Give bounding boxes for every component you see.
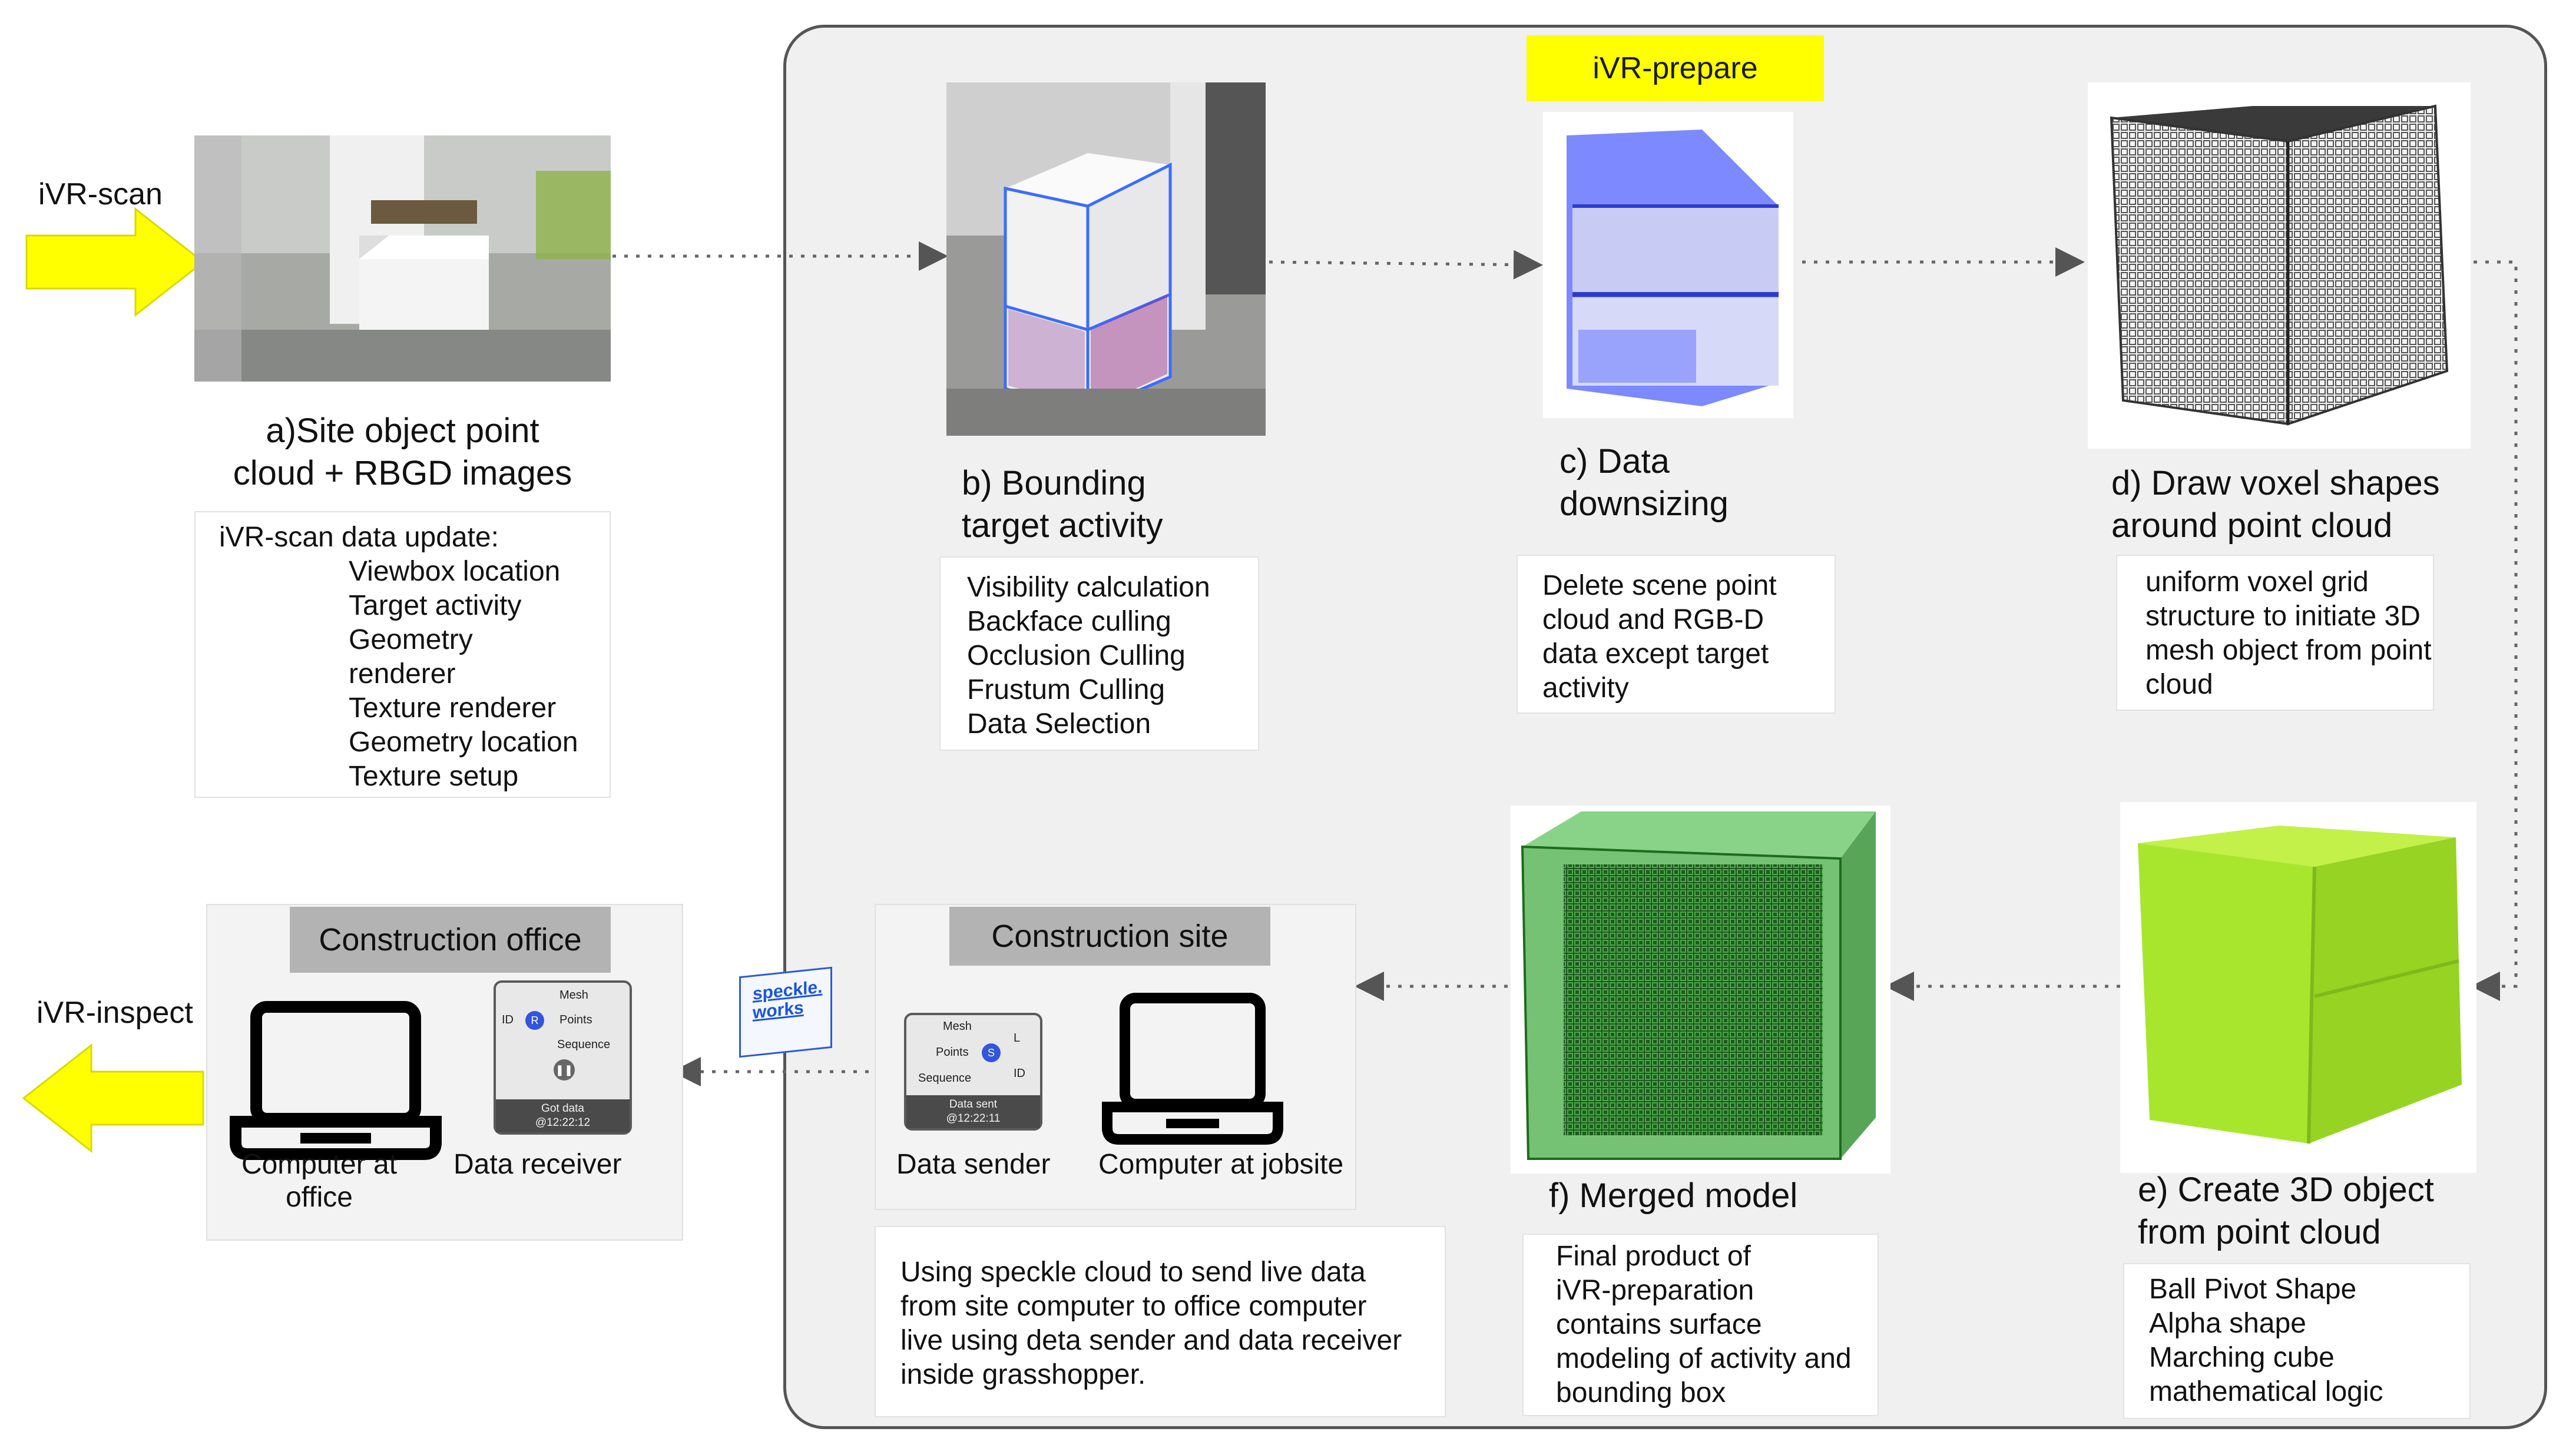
inspect-label: iVR-inspect: [37, 996, 193, 1030]
step-a-box: iVR-scan data update: Viewbox location T…: [194, 511, 611, 798]
construction-office-label: Construction office: [290, 907, 611, 973]
data-sender-caption: Data sender: [896, 1149, 1051, 1180]
step-e-item: Ball Pivot Shape: [2149, 1274, 2357, 1305]
step-a-item: Texture renderer: [349, 692, 557, 724]
step-a-item: Viewbox location: [349, 556, 561, 587]
step-a-item: renderer: [349, 658, 456, 690]
bounding-box-image: [946, 82, 1266, 436]
data-receiver-node: Mesh ID R Points Sequence ❚❚ Got data @1…: [494, 980, 632, 1135]
step-d-title: d) Draw voxel shapes around point cloud: [2111, 464, 2440, 545]
jobsite-laptop-icon: [1101, 989, 1284, 1148]
step-c-title: c) Data downsizing: [1559, 442, 1729, 523]
inspect-arrow: [22, 1043, 204, 1154]
step-c-box: Delete scene point cloud and RGB-D data …: [1517, 555, 1836, 714]
sender-status-icon: S: [982, 1043, 1001, 1062]
receiver-mesh-port: Mesh: [559, 989, 588, 1002]
step-e-box: Ball Pivot Shape Alpha shape Marching cu…: [2123, 1263, 2471, 1419]
step-a-title: a)Site object point cloud + RBGD images: [233, 412, 572, 492]
speckle-logo-text: speckle. works: [753, 977, 823, 1023]
receiver-status-icon: R: [525, 1011, 544, 1030]
receiver-points-port: Points: [559, 1013, 592, 1026]
site-pointcloud-image: [194, 135, 611, 382]
office-laptop-icon: [230, 998, 442, 1163]
voxel-shape-image: [2088, 82, 2471, 449]
receiver-status-text: Got data @12:22:12: [496, 1099, 630, 1132]
downsized-cloud-image: [1543, 112, 1793, 418]
3d-object-image: [2120, 802, 2476, 1173]
speckle-note-box: Using speckle cloud to send live data fr…: [875, 1226, 1446, 1417]
sender-id-port: ID: [1014, 1067, 1025, 1080]
sender-l-port: L: [1014, 1032, 1021, 1045]
connector-b-c: [1269, 250, 1543, 280]
jobsite-computer-caption: Computer at jobsite: [1098, 1149, 1344, 1180]
scan-label: iVR-scan: [38, 177, 163, 211]
step-a-item: Geometry location: [349, 727, 578, 758]
step-b-title: b) Bounding target activity: [962, 464, 1163, 545]
step-e-item: mathematical logic: [2149, 1376, 2383, 1407]
step-e-title: e) Create 3D object from point cloud: [2138, 1171, 2434, 1251]
data-sender-node: Mesh Points S L ID Sequence Data sent @1…: [904, 1013, 1042, 1131]
office-computer-caption: Computer at office: [241, 1149, 398, 1213]
receiver-id-port: ID: [502, 1013, 514, 1026]
step-a-item: Texture setup: [349, 761, 519, 792]
receiver-sequence-port: Sequence: [557, 1038, 611, 1051]
construction-site-label: Construction site: [949, 907, 1270, 966]
sender-mesh-port: Mesh: [943, 1020, 972, 1033]
step-f-title: f) Merged model: [1549, 1176, 1798, 1215]
step-b-item: Occlusion Culling: [967, 640, 1186, 671]
step-b-item: Backface culling: [967, 606, 1171, 637]
speckle-logo: speckle. works: [739, 966, 832, 1058]
pause-icon[interactable]: ❚❚: [554, 1059, 575, 1081]
step-b-item: Visibility calculation: [967, 572, 1210, 603]
step-e-item: Marching cube: [2149, 1342, 2335, 1373]
step-d-box: uniform voxel grid structure to initiate…: [2116, 555, 2434, 711]
prepare-label: iVR-prepare: [1527, 35, 1824, 101]
merged-model-image: [1511, 806, 1890, 1174]
step-e-item: Alpha shape: [2149, 1308, 2306, 1339]
data-receiver-caption: Data receiver: [453, 1149, 622, 1180]
step-b-item: Frustum Culling: [967, 674, 1166, 705]
sender-status-text: Data sent @12:22:11: [906, 1095, 1040, 1128]
step-f-box: Final product of iVR-preparation contain…: [1522, 1234, 1879, 1416]
step-b-item: Data Selection: [967, 708, 1151, 740]
step-a-heading: iVR-scan data update:: [219, 522, 499, 553]
connector-d-e: [2471, 260, 2518, 1001]
step-b-box: Visibility calculation Backface culling …: [939, 556, 1259, 751]
sender-sequence-port: Sequence: [918, 1072, 972, 1085]
sender-points-port: Points: [936, 1046, 969, 1059]
scan-arrow: [25, 207, 205, 317]
step-a-item: Geometry: [349, 624, 473, 655]
step-a-item: Target activity: [349, 590, 522, 621]
